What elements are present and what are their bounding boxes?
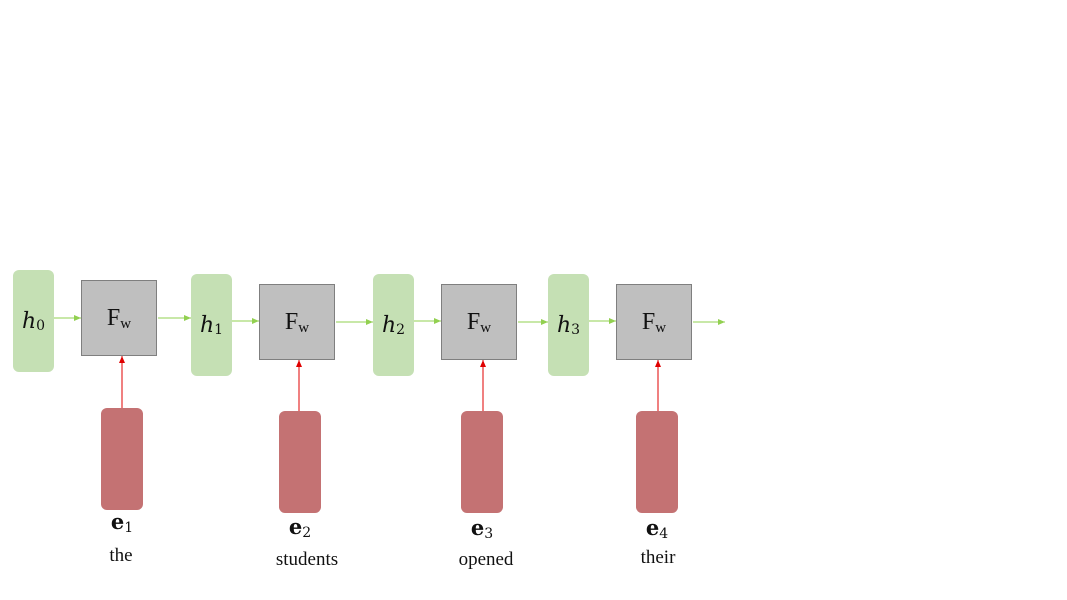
function-symbol: F [641,308,656,335]
embedding-box-1 [101,408,143,510]
hidden-state-symbol: h [381,312,397,338]
function-box-2: Fw [259,284,335,360]
hidden-state-h2: h2 [373,274,414,376]
embedding-index: 4 [659,526,669,542]
embedding-symbol: e [288,514,303,539]
embedding-box-4 [636,411,678,513]
word-label-3: opened [458,549,514,570]
function-subscript: w [298,319,310,336]
function-box-3: Fw [441,284,517,360]
function-subscript: w [120,315,132,332]
hidden-state-h3: h3 [548,274,589,376]
hidden-state-symbol: h [556,312,572,338]
embedding-label-1: e1 [92,509,152,536]
hidden-state-symbol: h [21,308,37,334]
function-box-4: Fw [616,284,692,360]
hidden-state-index: 0 [36,317,46,334]
function-symbol: F [466,308,481,335]
embedding-label-3: e3 [452,515,512,542]
word-label-1: the [109,545,133,566]
embedding-label-4: e4 [627,515,687,542]
embedding-index: 2 [302,525,312,541]
word-label-2: students [275,549,339,570]
hidden-state-h1: h1 [191,274,232,376]
function-symbol: F [106,304,121,331]
hidden-state-index: 2 [396,321,406,338]
embedding-label-2: e2 [270,514,330,541]
embedding-box-2 [279,411,321,513]
embedding-index: 1 [124,520,134,536]
hidden-state-index: 3 [571,321,581,338]
embedding-symbol: e [645,515,660,540]
word-label-4: their [640,547,676,568]
function-symbol: F [284,308,299,335]
hidden-state-index: 1 [214,321,224,338]
function-subscript: w [655,319,667,336]
embedding-index: 3 [484,526,494,542]
embedding-box-3 [461,411,503,513]
hidden-state-h0: h0 [13,270,54,372]
hidden-state-symbol: h [199,312,215,338]
function-box-1: Fw [81,280,157,356]
embedding-symbol: e [470,515,485,540]
function-subscript: w [480,319,492,336]
embedding-symbol: e [110,509,125,534]
